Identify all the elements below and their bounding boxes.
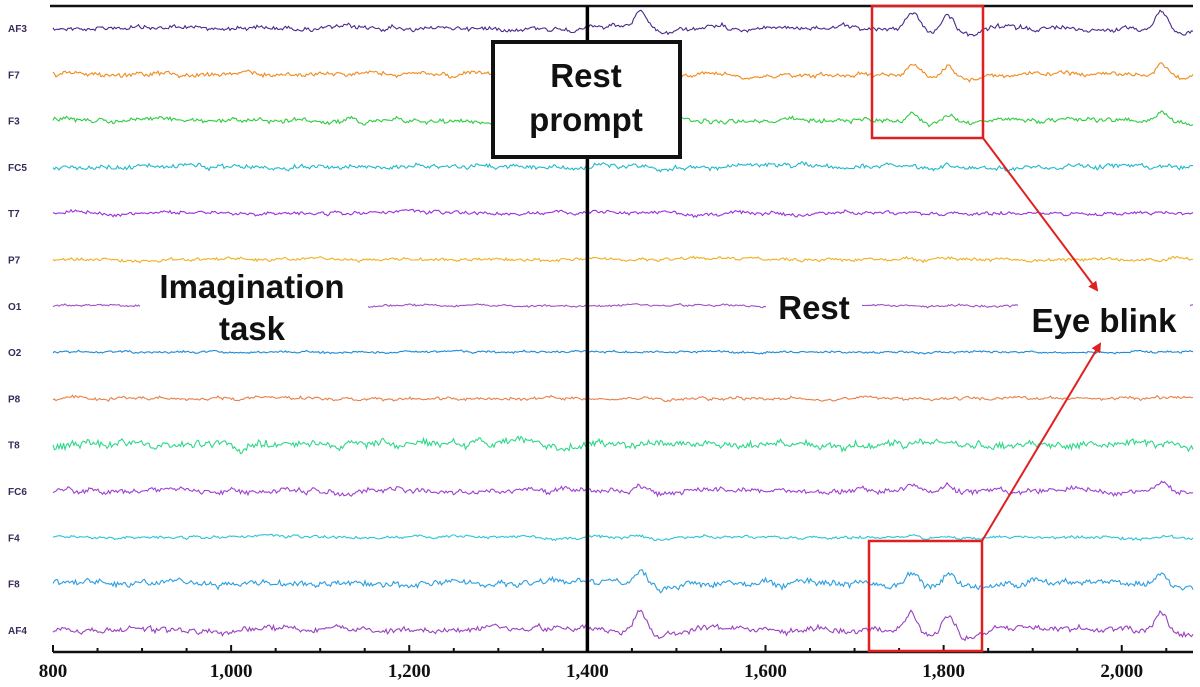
x-tick-label: 1,800	[922, 661, 965, 682]
imagination-task-label: Imagination task	[140, 266, 368, 348]
channel-label-f4: F4	[8, 533, 20, 544]
channel-label-af3: AF3	[8, 24, 27, 35]
trace-o2	[52, 349, 1194, 355]
trace-p7	[52, 255, 1194, 264]
channel-label-af4: AF4	[8, 626, 27, 637]
x-tick-label: 1,400	[566, 661, 609, 682]
x-tick-label: 1,200	[388, 661, 431, 682]
channel-label-t7: T7	[8, 209, 20, 220]
channel-label-o1: O1	[8, 302, 22, 313]
x-tick-label: 1,600	[744, 661, 787, 682]
eye-blink-arrow-bottom	[981, 342, 1102, 542]
x-tick-label: 1,000	[210, 661, 253, 682]
svg-text:task: task	[219, 310, 286, 347]
trace-p8	[52, 394, 1194, 403]
svg-text:Imagination: Imagination	[159, 268, 344, 305]
channel-label-fc6: FC6	[8, 487, 27, 498]
x-tick-label: 800	[39, 661, 68, 682]
channel-label-t8: T8	[8, 441, 20, 452]
trace-f4	[52, 533, 1194, 542]
channel-label-p7: P7	[8, 256, 21, 267]
trace-af4	[52, 609, 1194, 642]
rest-prompt-label-line1: Rest	[550, 57, 622, 94]
eye-blink-label: Eye blink	[1018, 298, 1190, 340]
channel-label-f3: F3	[8, 117, 20, 128]
rest-prompt-label-line2: prompt	[529, 101, 643, 138]
channel-label-o2: O2	[8, 348, 22, 359]
trace-fc6	[52, 480, 1194, 498]
channel-label-f8: F8	[8, 580, 20, 591]
x-axis: 800 1,000 1,200 1,400 1,600 1,800 2,000	[39, 645, 1193, 682]
trace-fc5	[52, 160, 1194, 173]
trace-t8	[52, 435, 1194, 455]
eye-blink-highlight-box-bottom	[867, 539, 984, 653]
x-tick-label: 2,000	[1100, 661, 1143, 682]
rest-prompt-box: Rest prompt	[491, 40, 682, 159]
svg-text:Eye blink: Eye blink	[1032, 302, 1178, 339]
channel-label-f7: F7	[8, 70, 20, 81]
trace-t7	[52, 208, 1194, 218]
trace-f8	[52, 569, 1194, 594]
trace-af3	[52, 9, 1194, 37]
svg-text:Rest: Rest	[778, 289, 850, 326]
channel-label-p8: P8	[8, 394, 21, 405]
eeg-traces	[52, 9, 1194, 642]
channel-label-fc5: FC5	[8, 163, 27, 174]
rest-label: Rest	[766, 285, 862, 326]
eye-blink-arrow-top	[982, 137, 1099, 292]
eye-blink-highlight-box-top	[870, 4, 985, 140]
